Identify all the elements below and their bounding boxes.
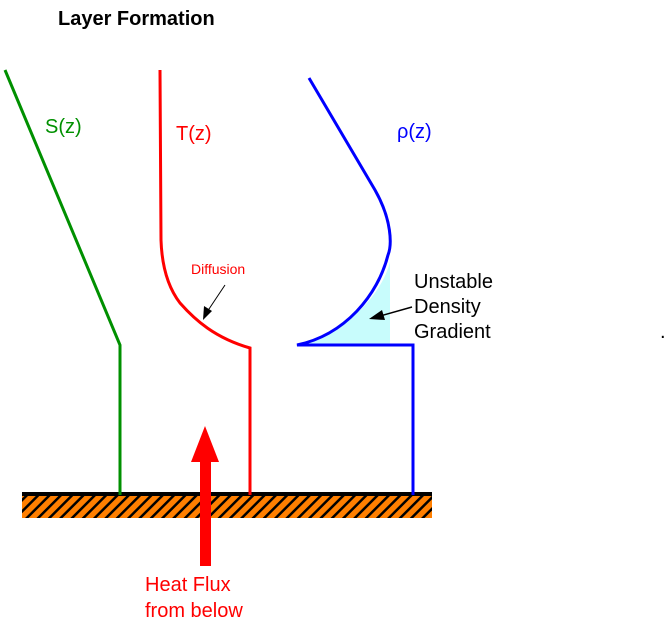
unstable-arrow: [379, 306, 413, 317]
unstable-arrowhead-icon: [369, 310, 385, 320]
density-profile: [296, 77, 415, 495]
diffusion-label: Diffusion: [191, 261, 245, 277]
temperature-profile: [158, 69, 252, 495]
unstable-density-region: [297, 262, 390, 345]
heat-flux-arrow-shaft: [200, 460, 211, 566]
density-label: ρ(z): [397, 121, 432, 143]
ground-hatch: [22, 495, 432, 518]
unstable-label-line3: Gradient: [414, 321, 491, 343]
stray-dot: .: [660, 321, 666, 343]
unstable-label-line1: Unstable: [414, 271, 493, 293]
unstable-label-line2: Density: [414, 296, 481, 318]
heat-flux-label-line1: Heat Flux: [145, 574, 231, 596]
salinity-label: S(z): [45, 116, 82, 138]
temperature-label: T(z): [176, 123, 212, 145]
diffusion-arrow: [206, 284, 226, 313]
heat-flux-arrowhead-icon: [191, 426, 219, 462]
salinity-profile: [3, 69, 122, 495]
heat-flux-label-line2: from below: [145, 600, 243, 622]
diffusion-arrowhead-icon: [203, 306, 212, 320]
diagram-title: Layer Formation: [58, 8, 215, 30]
